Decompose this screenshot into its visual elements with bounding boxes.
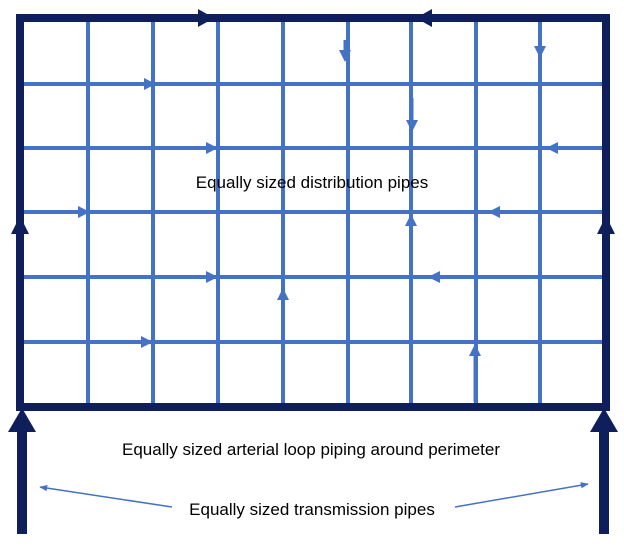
perimeter-arrow-right — [198, 9, 214, 27]
transmission-pipe-right — [599, 428, 609, 534]
perimeter-flow-arrows — [11, 9, 615, 234]
transmission-arrow-left — [8, 408, 36, 432]
flow-arrows — [78, 46, 558, 356]
distribution-grid-horizontal — [22, 82, 604, 344]
perimeter-arrow-up-left — [11, 216, 29, 234]
transmission-arrow-right — [590, 408, 618, 432]
transmission-callout-pointers — [39, 482, 589, 508]
flow-arrow-right — [144, 78, 156, 90]
flow-arrow-right — [141, 336, 153, 348]
flow-arrow-up — [277, 288, 289, 300]
flow-arrow-down — [534, 46, 546, 58]
flow-arrow-left — [488, 206, 500, 218]
flow-arrow-left — [428, 271, 440, 283]
distribution-pipes-label: Equally sized distribution pipes — [196, 173, 428, 192]
arterial-loop-perimeter — [16, 14, 610, 411]
flow-arrow-left — [546, 142, 558, 154]
flow-arrow-right — [78, 206, 90, 218]
arterial-loop-label: Equally sized arterial loop piping aroun… — [122, 440, 500, 459]
flow-arrow-down — [406, 120, 418, 132]
callout-pointer-left — [39, 484, 173, 508]
transmission-pipe-left — [17, 428, 27, 534]
flow-arrow-stubs — [281, 40, 586, 402]
flow-arrow-up — [405, 214, 417, 226]
perimeter-arrow-up-right — [597, 216, 615, 234]
perimeter-arrow-left — [416, 9, 432, 27]
flow-arrow-right — [206, 271, 218, 283]
flow-arrow-up — [469, 344, 481, 356]
transmission-pipes — [8, 408, 618, 534]
flow-arrow-down — [339, 50, 351, 62]
transmission-pipes-label: Equally sized transmission pipes — [189, 500, 435, 519]
callout-pointer-right — [454, 482, 589, 508]
flow-arrow-right — [206, 142, 218, 154]
